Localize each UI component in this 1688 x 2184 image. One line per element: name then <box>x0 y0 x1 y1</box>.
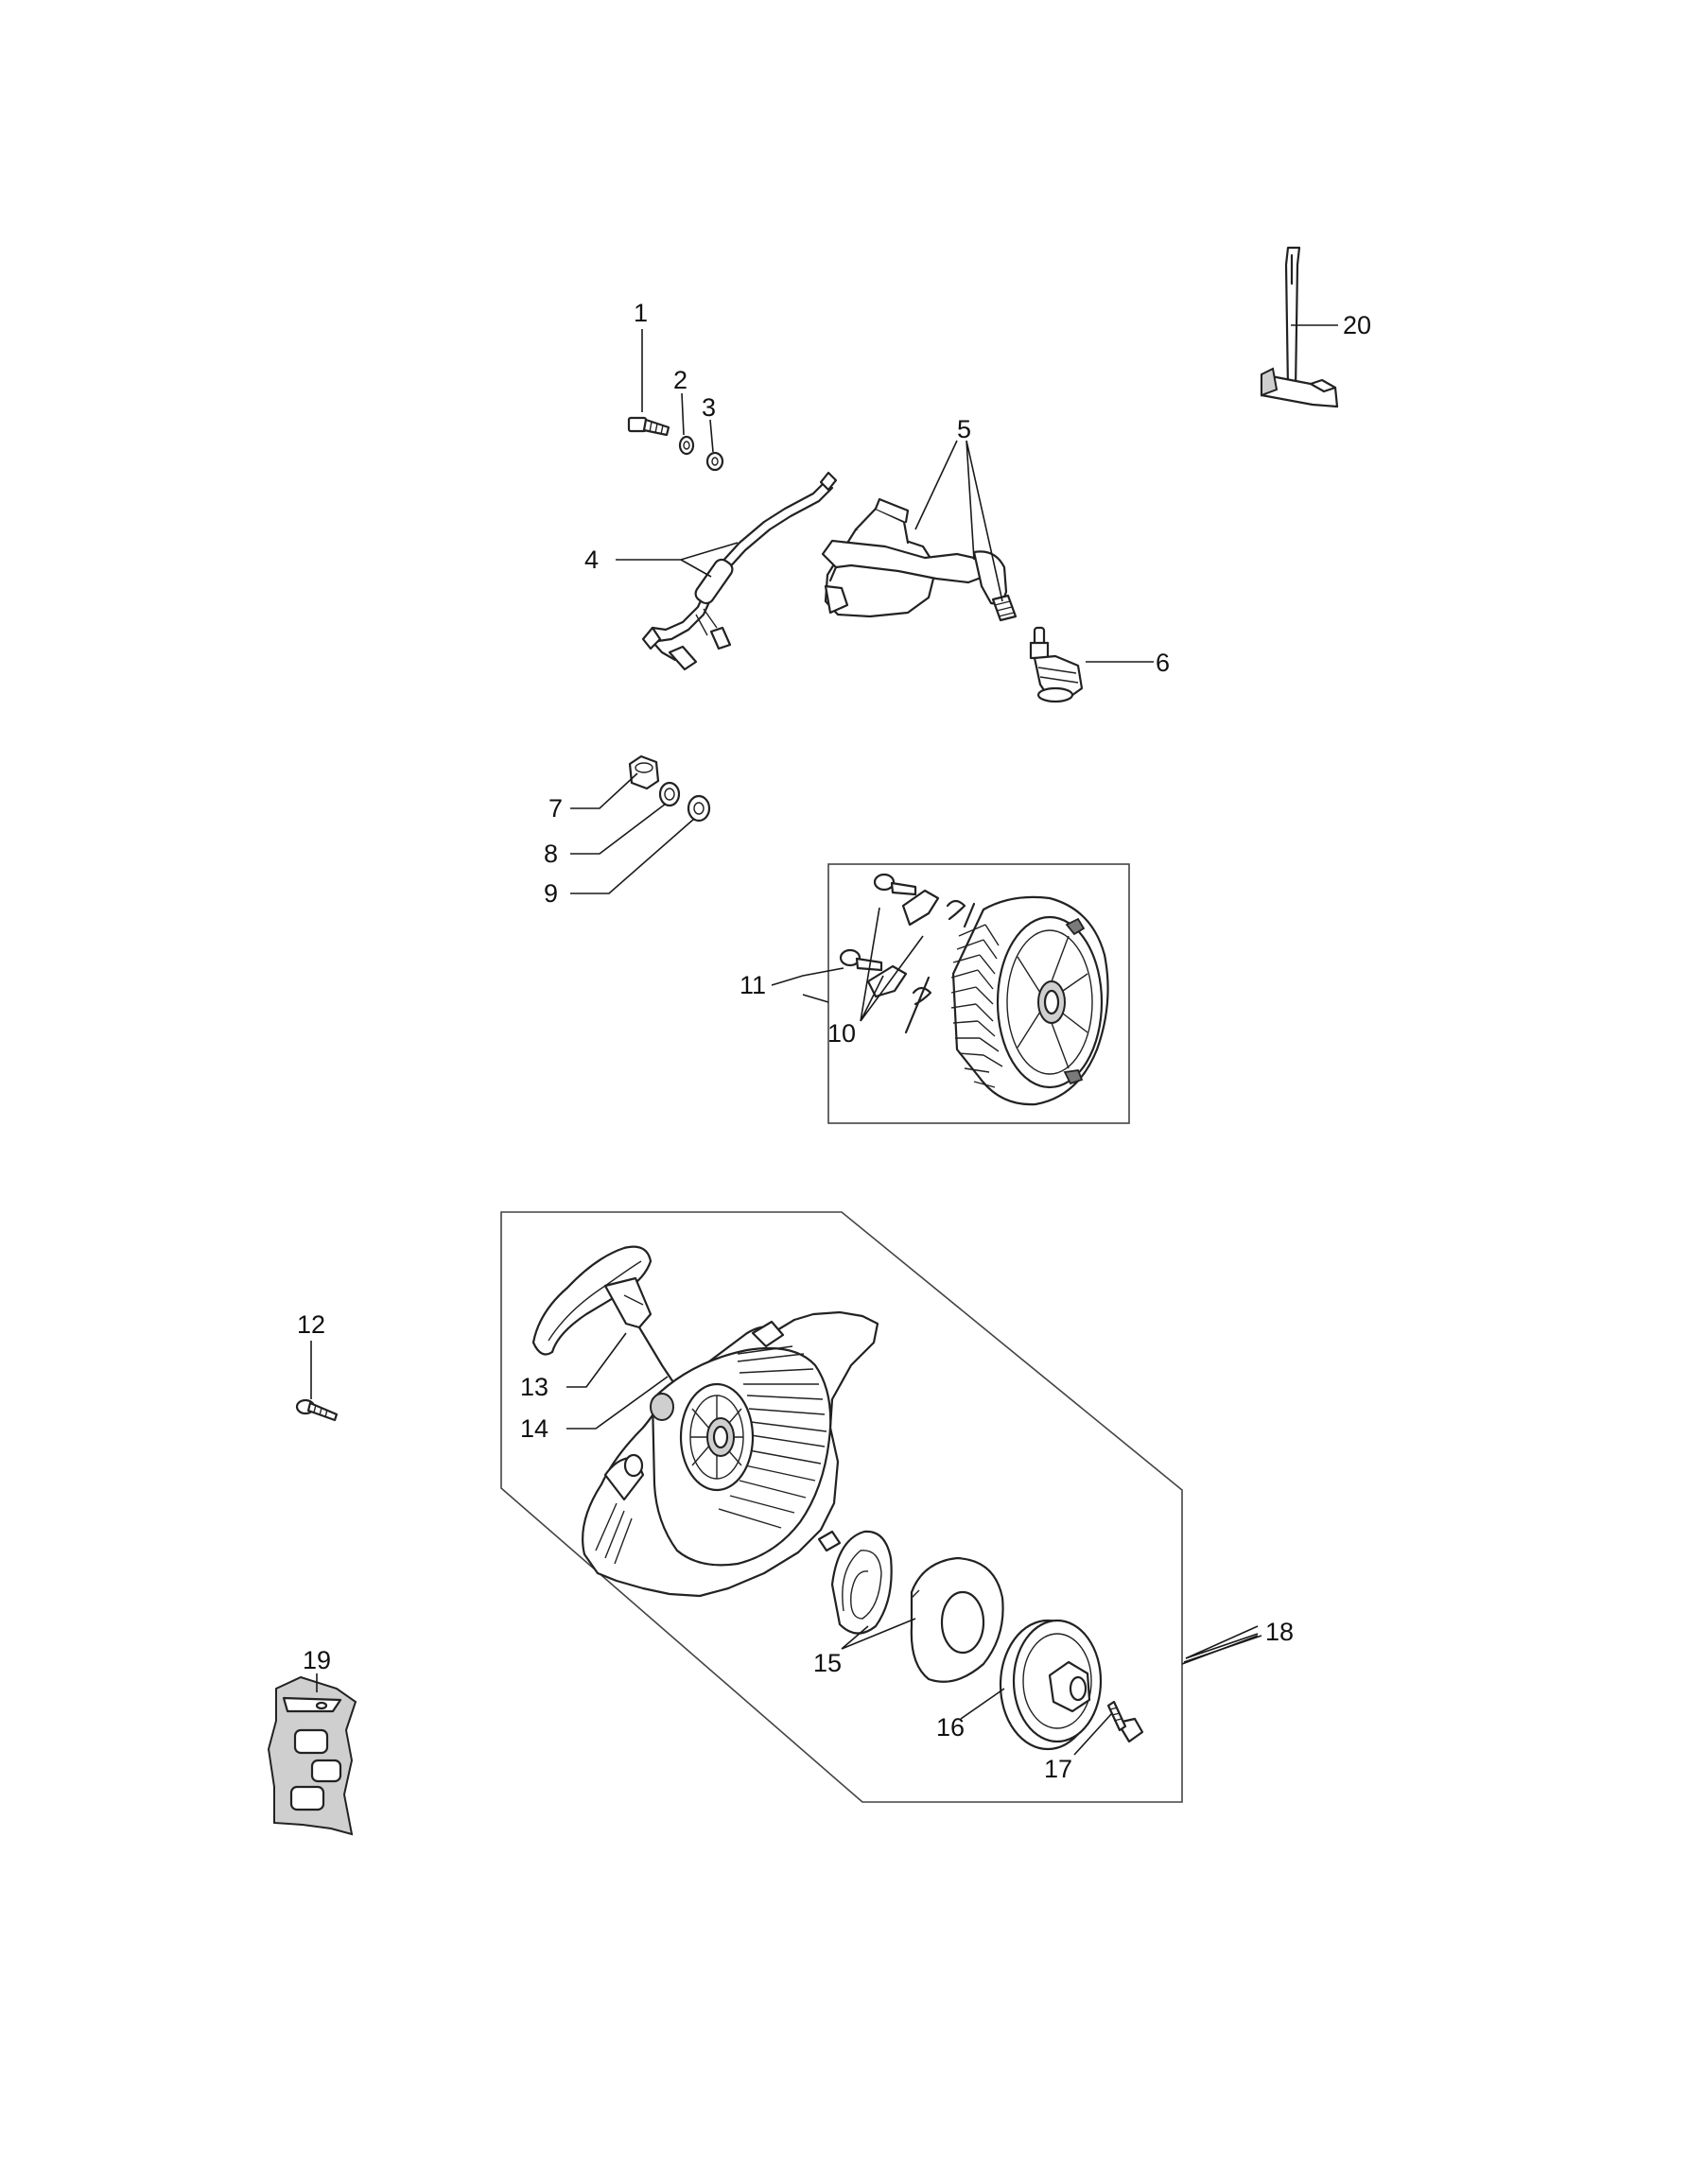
washer-icon <box>678 435 695 456</box>
callout-17: 17 <box>1044 1755 1072 1783</box>
spark-plug-icon <box>1029 626 1084 703</box>
lock-washer-icon <box>705 451 724 472</box>
callout-19: 19 <box>303 1646 331 1674</box>
nut-icon <box>628 754 660 790</box>
callout-6: 6 <box>1156 649 1170 677</box>
callout-8: 8 <box>544 840 558 868</box>
callout-11: 11 <box>740 971 766 999</box>
flywheel-icon <box>950 895 1109 1106</box>
starter-rope-icon <box>637 1326 675 1384</box>
starter-housing-icon <box>582 1310 879 1598</box>
callout-5: 5 <box>957 415 971 443</box>
washer-9-icon <box>687 794 711 823</box>
flywheel-group-frame <box>827 863 1130 1124</box>
rope-pulley-icon <box>999 1619 1103 1751</box>
decal-icon <box>267 1675 357 1836</box>
callout-2: 2 <box>673 366 687 394</box>
pawl-kit-icon <box>839 873 976 1034</box>
callout-14: 14 <box>520 1414 548 1443</box>
callout-12: 12 <box>297 1310 325 1339</box>
starter-handle-icon <box>531 1245 653 1356</box>
callout-4: 4 <box>584 546 599 574</box>
combination-wrench-icon <box>1260 246 1339 408</box>
starter-group-frame <box>500 1211 1183 1803</box>
callout-1: 1 <box>634 299 648 327</box>
ignition-coil-icon <box>821 497 1018 622</box>
screw-12-icon <box>295 1398 339 1422</box>
callout-16: 16 <box>936 1713 965 1742</box>
washer-8-icon <box>658 781 681 807</box>
callout-9: 9 <box>544 879 558 908</box>
callout-20: 20 <box>1343 311 1371 339</box>
screw-17-icon <box>1106 1700 1144 1743</box>
callout-15: 15 <box>813 1649 842 1677</box>
callout-7: 7 <box>548 794 563 823</box>
callout-10: 10 <box>827 1019 856 1048</box>
leader-lines <box>310 324 1338 1756</box>
wire-harness-icon <box>641 471 838 671</box>
bolt-icon <box>627 416 670 437</box>
callout-3: 3 <box>702 393 716 422</box>
recoil-spring-icon <box>817 1530 1004 1683</box>
callout-13: 13 <box>520 1373 548 1401</box>
callout-18: 18 <box>1265 1618 1294 1646</box>
